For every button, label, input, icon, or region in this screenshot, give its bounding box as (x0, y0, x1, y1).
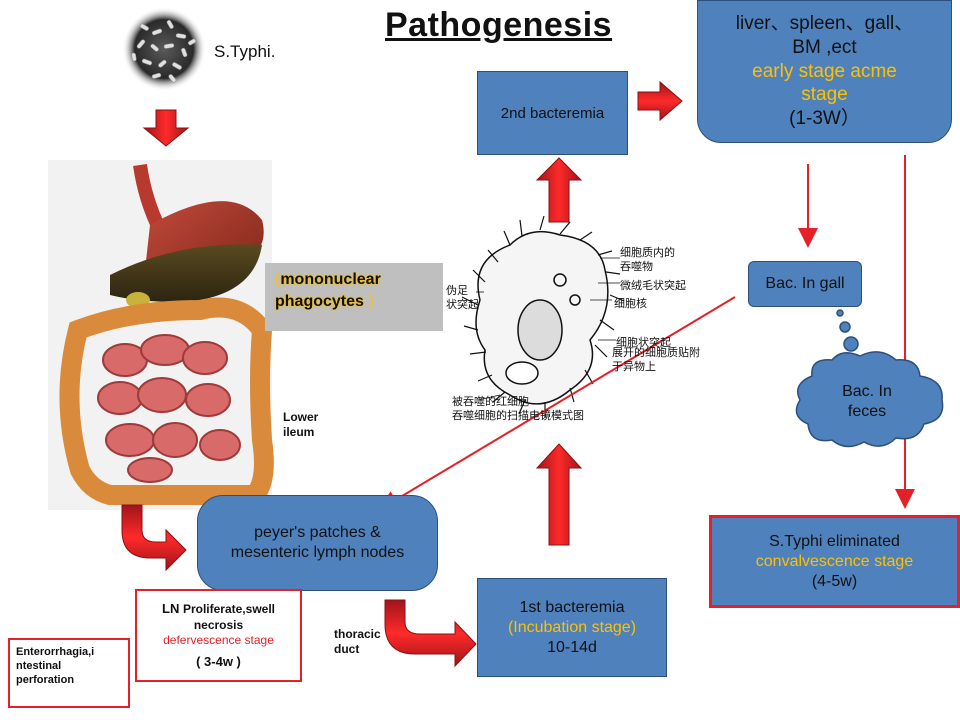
enterorrhagia-box: Enterorrhagia,i ntestinal perforation (8, 638, 130, 708)
micro-label-villi: 微绒毛状突起 (620, 280, 686, 292)
bac-in-gall-box: Bac. In gall (748, 261, 862, 307)
thoracic-duct-label: thoracic duct (334, 627, 381, 657)
ln-duration: ( 3-4w ) (196, 653, 241, 669)
organs-line1: liver、spleen、gall、 (735, 13, 914, 35)
first-bacteremia-duration: 10-14d (547, 638, 597, 656)
page-title: Pathogenesis (385, 6, 613, 44)
micro-label-10: 吞噬细胞的扫描电镜模式图 (452, 409, 584, 422)
micro-label-cytoplasm: 细胞质内的 吞噬物 (620, 247, 675, 275)
macrophage-sem-diagram (461, 215, 625, 418)
micro-label-7: 展开的细胞质贴附 (612, 347, 700, 359)
bac-in-feces-line2: feces (847, 403, 887, 420)
arrow-gall-to-peyer (378, 296, 736, 511)
micro-label-4: 伪足 (446, 285, 468, 297)
second-bacteremia-box: 2nd bacteremia (477, 71, 628, 155)
salmonella-bacteria-image (122, 7, 206, 91)
micro-label-nucleus: 细胞核 (614, 298, 647, 310)
arrow-right-to-organs (637, 80, 683, 122)
arrow-down-to-gut (142, 109, 190, 147)
micro-label-1: 吞噬物 (620, 260, 653, 273)
first-bacteremia-stage: (Incubation stage) (507, 618, 637, 636)
thoracic-line2: duct (334, 642, 360, 656)
ln-line1: LN Proliferate,swell (162, 601, 275, 617)
bac-in-gall-label: Bac. In gall (765, 275, 845, 292)
arrow-up-to-macrophage (535, 443, 583, 546)
enterorrhagia-line2: ntestinal (16, 659, 62, 672)
ln-stage: defervescence stage (163, 632, 274, 647)
micro-label-0: 细胞质内的 (620, 247, 675, 259)
ln-bold: LN (162, 601, 183, 617)
arrow-up-to-2nd-bacteremia (535, 157, 583, 223)
second-bacteremia-label: 2nd bacteremia (500, 104, 605, 122)
peyer-line1: peyer's patches & (254, 524, 381, 541)
phagocytes-word: phagocytes (275, 293, 364, 311)
eliminated-stage: convalvescence stage (755, 552, 914, 570)
organs-stage-line1: early stage acme (752, 60, 897, 82)
digestive-tract-image (48, 160, 274, 510)
ln-necrosis: necrosis (193, 617, 244, 632)
thoracic-line1: thoracic (334, 627, 381, 641)
micro-label-pseudopod: 伪足 状突起 (446, 285, 479, 313)
eliminated-duration: (4-5w) (811, 572, 858, 590)
lymph-node-box: LN Proliferate,swell necrosis defervesce… (135, 589, 302, 682)
peyers-patches-box: peyer's patches & mesenteric lymph nodes (197, 495, 438, 591)
bac-in-feces-line1: Bac. In (842, 383, 892, 400)
mononuclear-phagocytes-label: (mononuclear phagocytes ) (265, 263, 443, 331)
feces-thought-cloud (795, 309, 944, 448)
enterorrhagia-line1: Enterorrhagia,i (16, 646, 95, 658)
first-bacteremia-line1: 1st bacteremia (519, 598, 625, 616)
ln-proliferate: Proliferate,swell (182, 602, 275, 617)
micro-label-spread: 展开的细胞质贴附 于异物上 (612, 347, 700, 375)
organism-label: S.Typhi. (214, 42, 276, 61)
micro-caption: 被吞噬的红细胞 吞噬细胞的扫描电镜模式图 (452, 396, 584, 424)
arrow-gut-to-peyer (121, 504, 187, 572)
mononuclear-word: mononuclear (280, 271, 381, 288)
enterorrhagia-line3: perforation (16, 673, 75, 686)
open-paren: ( (275, 271, 281, 288)
lower-ileum-line1: Lower (283, 410, 319, 424)
eliminated-box: S.Typhi eliminated convalvescence stage … (709, 515, 960, 608)
close-paren: ) (363, 293, 374, 311)
micro-label-cell-process: 细胞状突起 (616, 337, 671, 349)
bac-in-feces-label: Bac. In feces (812, 376, 922, 428)
lower-ileum-line2: ileum (283, 425, 315, 439)
lower-ileum-label: Lower ileum (283, 410, 318, 440)
organs-line2: BM ,ect (792, 36, 857, 58)
micro-label-5: 状突起 (446, 298, 479, 311)
arrow-peyer-to-1st-bacteremia (384, 599, 477, 668)
organs-duration: (1-3W） (789, 108, 860, 130)
micro-label-9: 被吞噬的红细胞 (452, 396, 529, 408)
peyer-line2: mesenteric lymph nodes (230, 544, 405, 561)
eliminated-line1: S.Typhi eliminated (769, 532, 900, 550)
organs-stage-line2: stage (801, 84, 848, 106)
organs-box: liver、spleen、gall、 BM ,ect early stage a… (697, 0, 952, 143)
first-bacteremia-box: 1st bacteremia (Incubation stage) 10-14d (477, 578, 667, 677)
micro-label-8: 于异物上 (612, 360, 656, 373)
